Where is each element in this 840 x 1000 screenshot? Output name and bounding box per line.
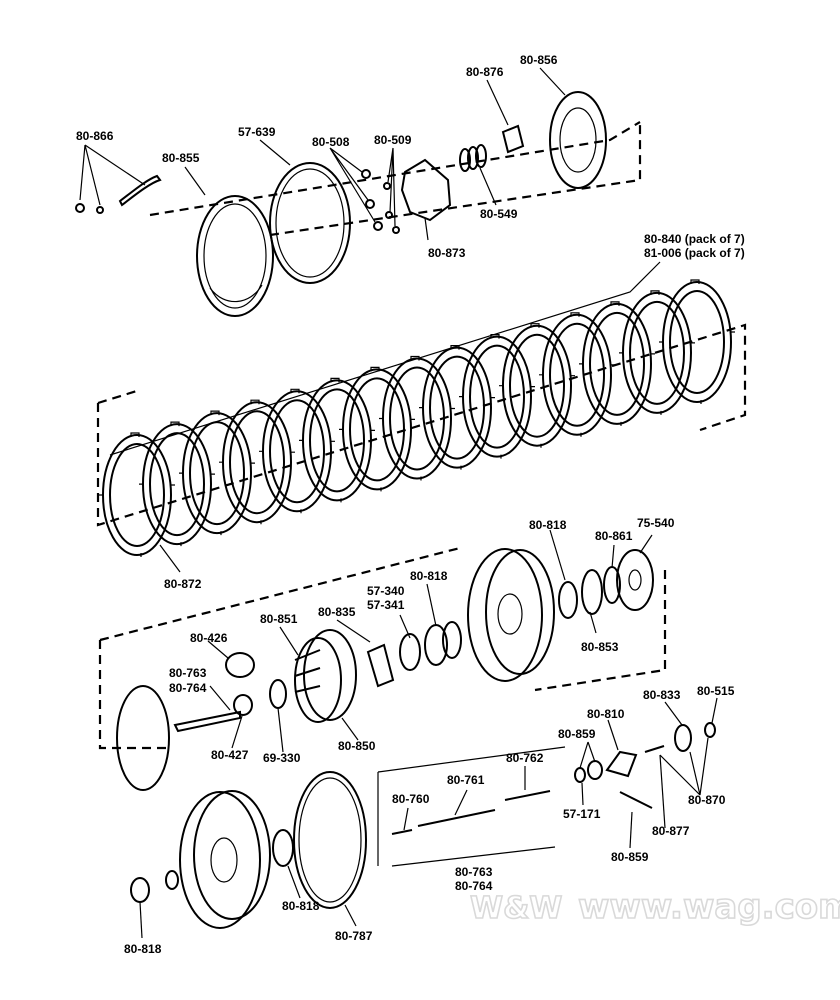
- label-80-861: 80-861: [595, 529, 633, 543]
- label-80-762: 80-762: [506, 751, 544, 765]
- lever-80-810: [605, 750, 638, 778]
- cover-screws-80-866: [75, 174, 162, 214]
- label-80-866: 80-866: [76, 129, 114, 143]
- label-80-763-a: 80-763: [169, 666, 207, 680]
- label-80-818-b: 80-818: [410, 569, 448, 583]
- label-80-810: 80-810: [587, 707, 625, 721]
- label-81-006: 81-006 (pack of 7): [644, 246, 745, 260]
- ring-80-853: [581, 569, 603, 615]
- rod-80-760: [391, 829, 413, 835]
- bearing-80-818-small: [130, 870, 179, 903]
- label-80-840: 80-840 (pack of 7): [644, 232, 745, 246]
- washers-80-509: [383, 182, 400, 234]
- hub-spacer-80-835: [366, 643, 395, 688]
- watermark-logo: W&W: [470, 891, 562, 926]
- label-80-760: 80-760: [392, 792, 430, 806]
- rod-80-762: [504, 790, 551, 801]
- bracket-release-rod: [377, 746, 566, 867]
- dashed-guide-hub: [98, 546, 667, 750]
- label-80-764-b: 80-764: [455, 879, 493, 893]
- label-80-818-d: 80-818: [124, 942, 162, 956]
- label-80-427: 80-427: [211, 748, 249, 762]
- spring-plate-80-873: [400, 158, 452, 222]
- dashed-guide-top: [149, 121, 642, 237]
- label-80-859-a: 80-859: [558, 727, 596, 741]
- rod-80-761: [417, 809, 496, 827]
- label-80-509: 80-509: [374, 133, 412, 147]
- label-80-515: 80-515: [697, 684, 735, 698]
- part-labels: 80-866 80-855 57-639 80-508 80-509 80-87…: [76, 53, 745, 956]
- label-80-872: 80-872: [164, 577, 202, 591]
- washer-80-427: [233, 694, 253, 716]
- pressure-plate-80-856: [549, 91, 607, 189]
- label-80-549: 80-549: [480, 207, 518, 221]
- studs-80-851: [294, 649, 321, 693]
- watermark-text: www.wag.com: [578, 887, 840, 927]
- hub-80-850: [294, 629, 357, 723]
- label-57-171: 57-171: [563, 807, 601, 821]
- washers-57-171: [574, 760, 603, 783]
- label-57-639: 57-639: [238, 125, 276, 139]
- label-80-870: 80-870: [688, 793, 726, 807]
- label-80-835: 80-835: [318, 605, 356, 619]
- label-80-851: 80-851: [260, 612, 298, 626]
- label-80-818-a: 80-818: [529, 518, 567, 532]
- label-80-855: 80-855: [162, 151, 200, 165]
- bearing-80-818-upper: [558, 581, 578, 619]
- label-80-764-a: 80-764: [169, 681, 207, 695]
- thrust-plate-75-540: [616, 549, 654, 611]
- label-80-877: 80-877: [652, 824, 690, 838]
- pin-80-877: [644, 745, 665, 753]
- basket-80-818-lower: [179, 790, 271, 929]
- outer-cover-80-855: [196, 195, 274, 317]
- label-80-508: 80-508: [312, 135, 350, 149]
- label-80-856: 80-856: [520, 53, 558, 67]
- label-80-833: 80-833: [643, 688, 681, 702]
- leader-lines: [79, 67, 718, 939]
- mainshaft-80-763: [173, 710, 241, 733]
- screw-80-515: [704, 722, 716, 738]
- label-80-859-b: 80-859: [611, 850, 649, 864]
- label-57-340: 57-340: [367, 584, 405, 598]
- label-80-787: 80-787: [335, 929, 373, 943]
- label-69-330: 69-330: [263, 751, 301, 765]
- bushing-80-833: [674, 724, 692, 752]
- nut-80-426: [225, 652, 255, 678]
- label-80-850: 80-850: [338, 739, 376, 753]
- bearing-80-818-lower: [272, 829, 294, 867]
- screws-80-508: [361, 169, 383, 231]
- springs-80-549: [459, 144, 487, 172]
- bushing-80-876: [501, 124, 525, 154]
- label-75-540: 75-540: [637, 516, 675, 530]
- label-57-341: 57-341: [367, 598, 405, 612]
- adjuster-80-859: [619, 791, 653, 809]
- disc-80-764: [116, 685, 170, 791]
- dashed-guide-plates: [96, 323, 747, 527]
- label-80-876: 80-876: [466, 65, 504, 79]
- basket-80-818-upper: [467, 548, 555, 682]
- hub-bearing-57-340: [399, 621, 462, 671]
- label-80-763-b: 80-763: [455, 865, 493, 879]
- label-80-426: 80-426: [190, 631, 228, 645]
- locking-plate-69-330: [269, 679, 287, 709]
- label-80-818-c: 80-818: [282, 899, 320, 913]
- gasket-57-639: [269, 162, 351, 284]
- label-80-761: 80-761: [447, 773, 485, 787]
- label-80-853: 80-853: [581, 640, 619, 654]
- label-80-873: 80-873: [428, 246, 466, 260]
- chain-ring-80-787: [293, 771, 367, 909]
